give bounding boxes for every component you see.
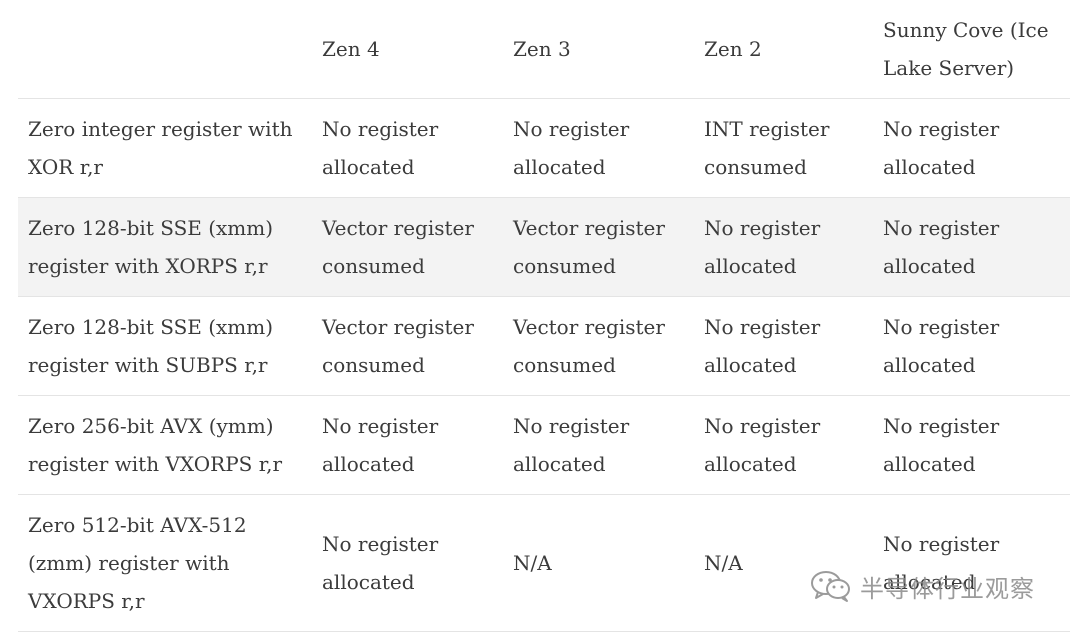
table-row: Zero 256-bit AVX (ymm) register with VXO… bbox=[18, 395, 1070, 495]
cell-sunny-cove: No register allocated bbox=[873, 395, 1070, 495]
table-header-row: Zen 4 Zen 3 Zen 2 Sunny Cove (Ice Lake S… bbox=[18, 0, 1070, 99]
register-zeroing-comparison-table: Zen 4 Zen 3 Zen 2 Sunny Cove (Ice Lake S… bbox=[18, 0, 1070, 632]
cell-zen2: No register allocated bbox=[694, 395, 873, 495]
cell-zen3: Vector register consumed bbox=[503, 197, 694, 297]
header-cell-zen4: Zen 4 bbox=[312, 0, 503, 99]
watermark: 半导体行业观察 bbox=[810, 566, 1035, 606]
cell-zen4: Vector register consumed bbox=[312, 197, 503, 297]
watermark-text: 半导体行业观察 bbox=[860, 574, 1035, 603]
table-row: Zero integer register with XOR r,r No re… bbox=[18, 98, 1070, 198]
table-row: Zero 512-bit AVX-512 (zmm) register with… bbox=[18, 494, 1070, 632]
cell-sunny-cove: No register allocated bbox=[873, 197, 1070, 297]
cell-zen4: No register allocated bbox=[312, 494, 503, 632]
cell-zen2: No register allocated bbox=[694, 197, 873, 297]
row-label: Zero 128-bit SSE (xmm) register with SUB… bbox=[18, 296, 312, 396]
cell-zen2: INT register consumed bbox=[694, 98, 873, 198]
cell-zen3: Vector register consumed bbox=[503, 296, 694, 396]
cell-zen3: No register allocated bbox=[503, 395, 694, 495]
table-row: Zero 128-bit SSE (xmm) register with SUB… bbox=[18, 296, 1070, 396]
row-label: Zero 128-bit SSE (xmm) register with XOR… bbox=[18, 197, 312, 297]
header-cell-zen2: Zen 2 bbox=[694, 0, 873, 99]
cell-sunny-cove: No register allocated bbox=[873, 98, 1070, 198]
cell-zen2: N/A bbox=[694, 494, 873, 632]
row-label: Zero 512-bit AVX-512 (zmm) register with… bbox=[18, 494, 312, 632]
row-label: Zero 256-bit AVX (ymm) register with VXO… bbox=[18, 395, 312, 495]
cell-zen3: N/A bbox=[503, 494, 694, 632]
cell-zen4: No register allocated bbox=[312, 395, 503, 495]
cell-sunny-cove: No register allocated bbox=[873, 494, 1070, 632]
header-cell-sunny-cove: Sunny Cove (Ice Lake Server) bbox=[873, 0, 1070, 99]
table-row: Zero 128-bit SSE (xmm) register with XOR… bbox=[18, 197, 1070, 297]
cell-sunny-cove: No register allocated bbox=[873, 296, 1070, 396]
cell-zen4: No register allocated bbox=[312, 98, 503, 198]
cell-zen3: No register allocated bbox=[503, 98, 694, 198]
cell-zen2: No register allocated bbox=[694, 296, 873, 396]
cell-zen4: Vector register consumed bbox=[312, 296, 503, 396]
row-label: Zero integer register with XOR r,r bbox=[18, 98, 312, 198]
wechat-icon bbox=[810, 569, 852, 603]
header-cell-zen3: Zen 3 bbox=[503, 0, 694, 99]
header-cell-blank bbox=[18, 0, 312, 99]
